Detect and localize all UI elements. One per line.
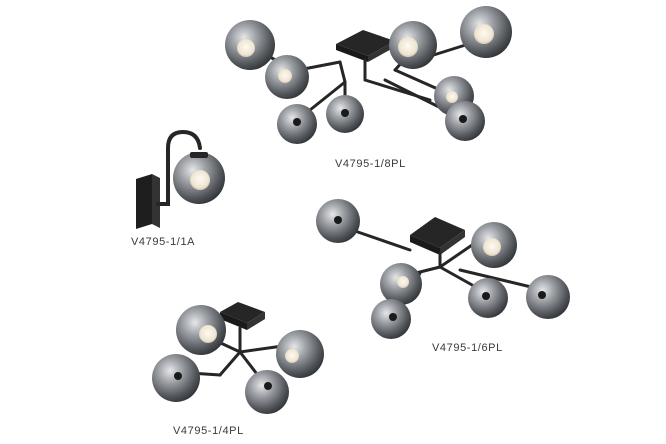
wall-sconce-illustration	[136, 129, 225, 229]
chandelier-6pl-illustration	[316, 199, 570, 339]
glass-shades	[316, 199, 570, 339]
glass-shade	[173, 152, 225, 204]
product-4pl-image	[140, 290, 340, 420]
product-4pl-model-label: V4795-1/4PL	[173, 425, 244, 437]
chandelier-8pl-illustration	[225, 6, 512, 144]
canopy	[220, 302, 265, 330]
sconce-arm	[156, 129, 202, 206]
canopy	[336, 30, 395, 62]
product-1a-model-label: V4795-1/1A	[131, 236, 196, 248]
chandelier-4pl-illustration	[152, 302, 324, 414]
canopy	[410, 217, 465, 255]
wall-plate	[136, 174, 160, 229]
product-8pl-image	[0, 0, 666, 150]
glass-shades	[225, 6, 512, 144]
glass-shades	[152, 305, 324, 414]
product-8pl-model-label: V4795-1/8PL	[335, 158, 406, 170]
product-1a-image	[0, 120, 260, 230]
product-6pl-model-label: V4795-1/6PL	[432, 342, 503, 354]
product-6pl-image	[290, 195, 590, 340]
